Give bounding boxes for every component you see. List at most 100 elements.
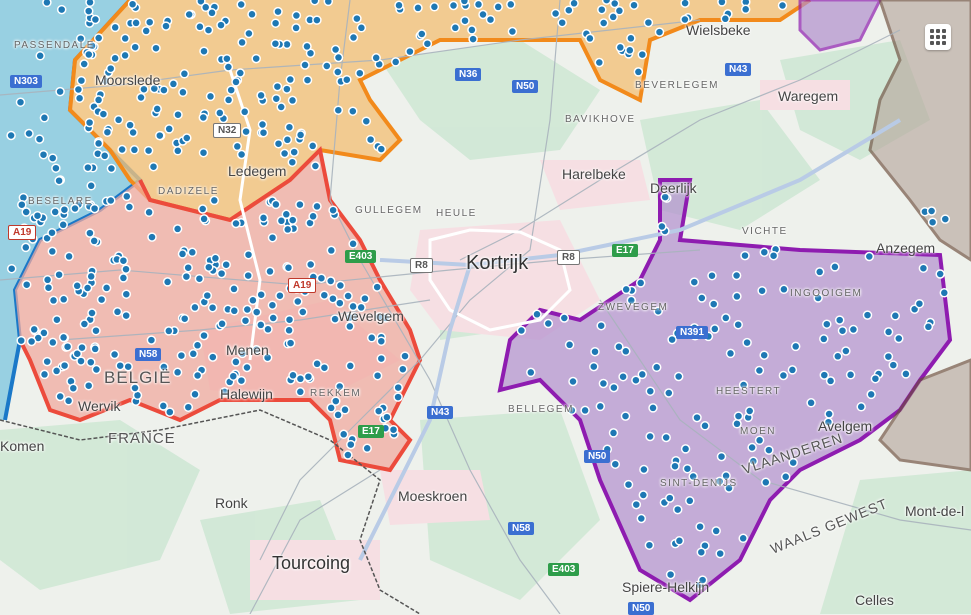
location-marker[interactable] [366,333,377,343]
location-marker[interactable] [295,130,306,140]
location-marker[interactable] [209,195,220,206]
location-marker[interactable] [270,38,281,49]
location-marker[interactable] [614,342,624,352]
location-marker[interactable] [272,81,283,92]
location-marker[interactable] [199,330,209,341]
location-marker[interactable] [93,95,104,105]
location-marker[interactable] [39,113,50,123]
location-marker[interactable] [267,232,278,243]
location-marker[interactable] [85,228,95,238]
location-marker[interactable] [100,75,111,86]
location-marker[interactable] [231,218,241,229]
location-marker[interactable] [127,0,138,9]
location-marker[interactable] [819,370,830,380]
location-marker[interactable] [197,204,208,214]
location-marker[interactable] [388,424,399,435]
location-marker[interactable] [376,144,387,154]
location-marker[interactable] [629,0,639,10]
location-marker[interactable] [275,290,285,301]
location-marker[interactable] [532,309,542,320]
location-marker[interactable] [79,319,90,329]
location-marker[interactable] [283,262,294,273]
location-marker[interactable] [841,346,851,356]
location-marker[interactable] [618,371,628,382]
location-marker[interactable] [740,250,750,261]
location-marker[interactable] [89,203,100,214]
location-marker[interactable] [83,380,94,391]
location-marker[interactable] [76,75,87,86]
location-marker[interactable] [237,37,247,48]
location-marker[interactable] [34,134,45,144]
location-marker[interactable] [615,42,626,53]
location-marker[interactable] [312,201,322,212]
location-marker[interactable] [282,224,293,235]
location-marker[interactable] [84,49,94,60]
location-marker[interactable] [159,362,169,372]
location-marker[interactable] [837,325,848,336]
location-marker[interactable] [16,335,26,346]
location-marker[interactable] [223,95,234,105]
location-marker[interactable] [814,267,825,277]
location-marker[interactable] [696,547,707,557]
location-marker[interactable] [58,220,68,230]
location-marker[interactable] [284,122,295,132]
location-marker[interactable] [263,324,273,335]
location-marker[interactable] [242,362,252,373]
location-marker[interactable] [308,211,318,222]
location-marker[interactable] [302,75,313,85]
location-marker[interactable] [298,307,308,317]
location-marker[interactable] [144,207,154,218]
location-marker[interactable] [124,202,135,212]
location-marker[interactable] [222,53,232,64]
location-marker[interactable] [257,119,268,130]
location-marker[interactable] [291,10,302,21]
location-marker[interactable] [35,51,45,61]
location-marker[interactable] [400,351,410,361]
location-marker[interactable] [282,84,292,94]
location-marker[interactable] [674,536,685,546]
location-marker[interactable] [120,33,130,44]
location-marker[interactable] [309,0,320,6]
location-marker[interactable] [184,9,194,20]
location-marker[interactable] [256,90,266,101]
location-marker[interactable] [890,311,901,321]
location-marker[interactable] [526,367,536,378]
location-marker[interactable] [645,431,655,442]
location-marker[interactable] [319,290,330,300]
location-marker[interactable] [459,0,470,6]
location-marker[interactable] [813,293,823,303]
location-marker[interactable] [310,161,321,171]
location-marker[interactable] [870,373,881,384]
location-marker[interactable] [373,406,384,416]
location-marker[interactable] [131,18,141,28]
location-marker[interactable] [96,294,107,305]
location-marker[interactable] [352,13,362,24]
location-marker[interactable] [244,28,254,39]
location-marker[interactable] [204,262,214,272]
location-marker[interactable] [86,271,96,282]
location-marker[interactable] [270,18,281,28]
location-marker[interactable] [199,214,209,224]
location-marker[interactable] [86,357,96,367]
location-marker[interactable] [87,41,97,51]
location-marker[interactable] [195,22,205,32]
location-marker[interactable] [165,407,175,417]
location-marker[interactable] [284,325,294,336]
location-marker[interactable] [247,9,257,20]
location-marker[interactable] [721,313,731,323]
location-marker[interactable] [83,6,94,16]
location-marker[interactable] [468,34,478,44]
location-marker[interactable] [759,350,769,360]
location-marker[interactable] [633,67,644,77]
location-marker[interactable] [467,25,477,35]
location-marker[interactable] [271,93,282,104]
location-marker[interactable] [237,348,248,359]
location-marker[interactable] [276,102,286,112]
location-marker[interactable] [199,46,209,56]
location-marker[interactable] [787,365,798,375]
location-marker[interactable] [333,52,344,63]
location-marker[interactable] [643,17,654,28]
location-marker[interactable] [164,326,174,336]
location-marker[interactable] [188,349,199,359]
